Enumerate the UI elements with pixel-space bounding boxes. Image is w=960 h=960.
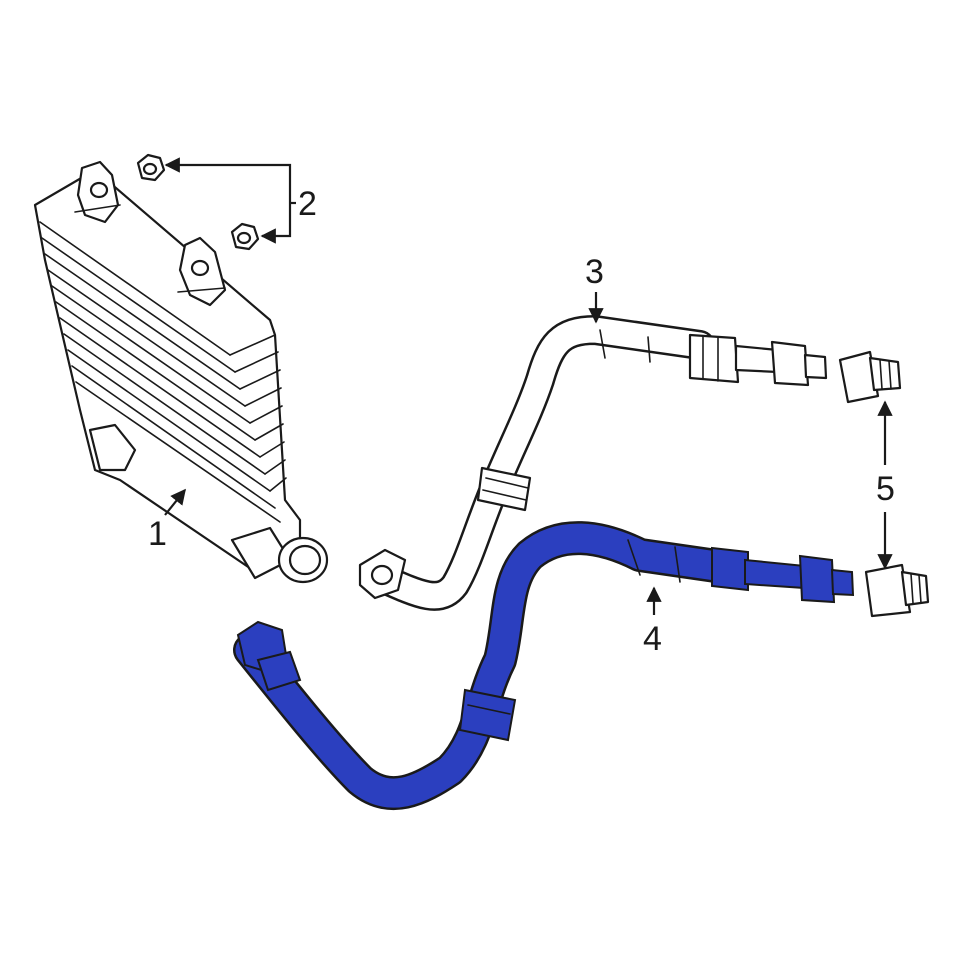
callout-4-label: 4 <box>643 620 662 658</box>
cooler-port-fitting <box>230 526 329 584</box>
callout-1: 1 <box>148 488 186 553</box>
callout-1-label: 1 <box>148 515 167 553</box>
cooler-line-upper-part[interactable] <box>358 315 828 611</box>
nut-upper-part[interactable] <box>136 153 166 182</box>
callout-3: 3 <box>585 253 604 324</box>
cooler-bracket-upper <box>74 160 121 224</box>
callout-5: 5 <box>876 400 895 570</box>
connector-upper-part[interactable] <box>838 350 902 404</box>
callout-2-label: 2 <box>298 185 317 223</box>
callout-3-label: 3 <box>585 253 604 291</box>
connector-lower-part[interactable] <box>864 563 930 618</box>
callout-2: 2 <box>164 157 317 244</box>
callout-5-label: 5 <box>876 470 895 508</box>
cooler-bracket-lower <box>177 236 227 307</box>
cooler-line-lower-part[interactable] <box>233 521 855 811</box>
cooler-fins <box>39 221 287 523</box>
oil-cooler-part[interactable] <box>33 160 329 584</box>
callout-4: 4 <box>643 586 662 658</box>
nut-lower-part[interactable] <box>230 222 260 251</box>
